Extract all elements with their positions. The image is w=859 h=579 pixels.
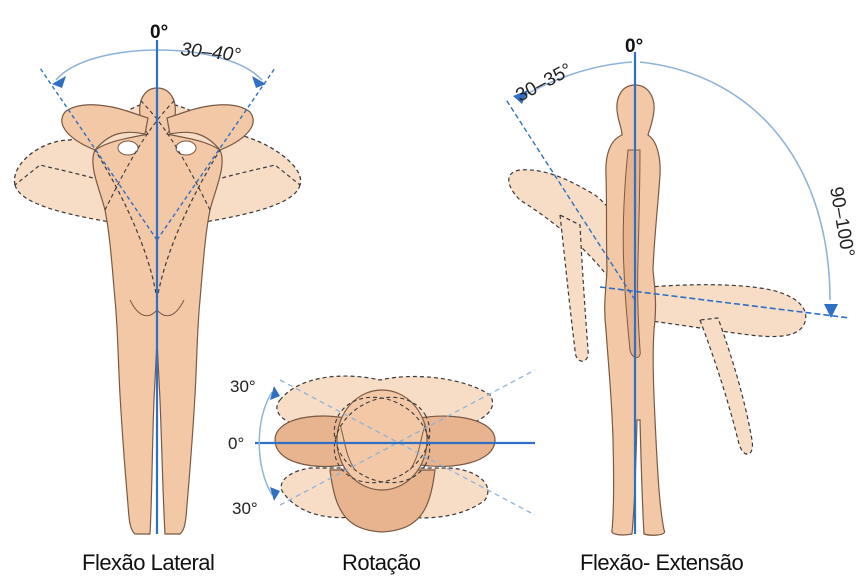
lateral-range-label: 30–40° [179,39,242,66]
caption-rotation: Rotação [342,550,420,576]
lateral-flexion-figure: 0° 30–40° [14,22,300,534]
rotation-top-label: 30° [230,377,256,396]
lateral-zero-label: 0° [150,22,168,43]
rotation-zero-label: 0° [228,434,244,453]
extension-range-label: 30–35° [512,59,575,106]
flexion-zero-label: 0° [625,36,643,57]
flexion-arc [640,62,830,300]
head-top-view [337,390,427,490]
ghost-flexion-arm [700,318,752,454]
armpit-right [176,141,196,155]
caption-lateral-flexion: Flexão Lateral [82,550,214,576]
flexion-extension-figure: 0° 30–35° 90–100° [505,36,858,535]
rotation-bottom-label: 30° [232,499,258,518]
flexion-range-label: 90–100° [825,185,858,259]
rotation-figure: 30° 0° 30° [228,370,535,532]
caption-flexion-extension: Flexão- Extensão [580,550,743,576]
